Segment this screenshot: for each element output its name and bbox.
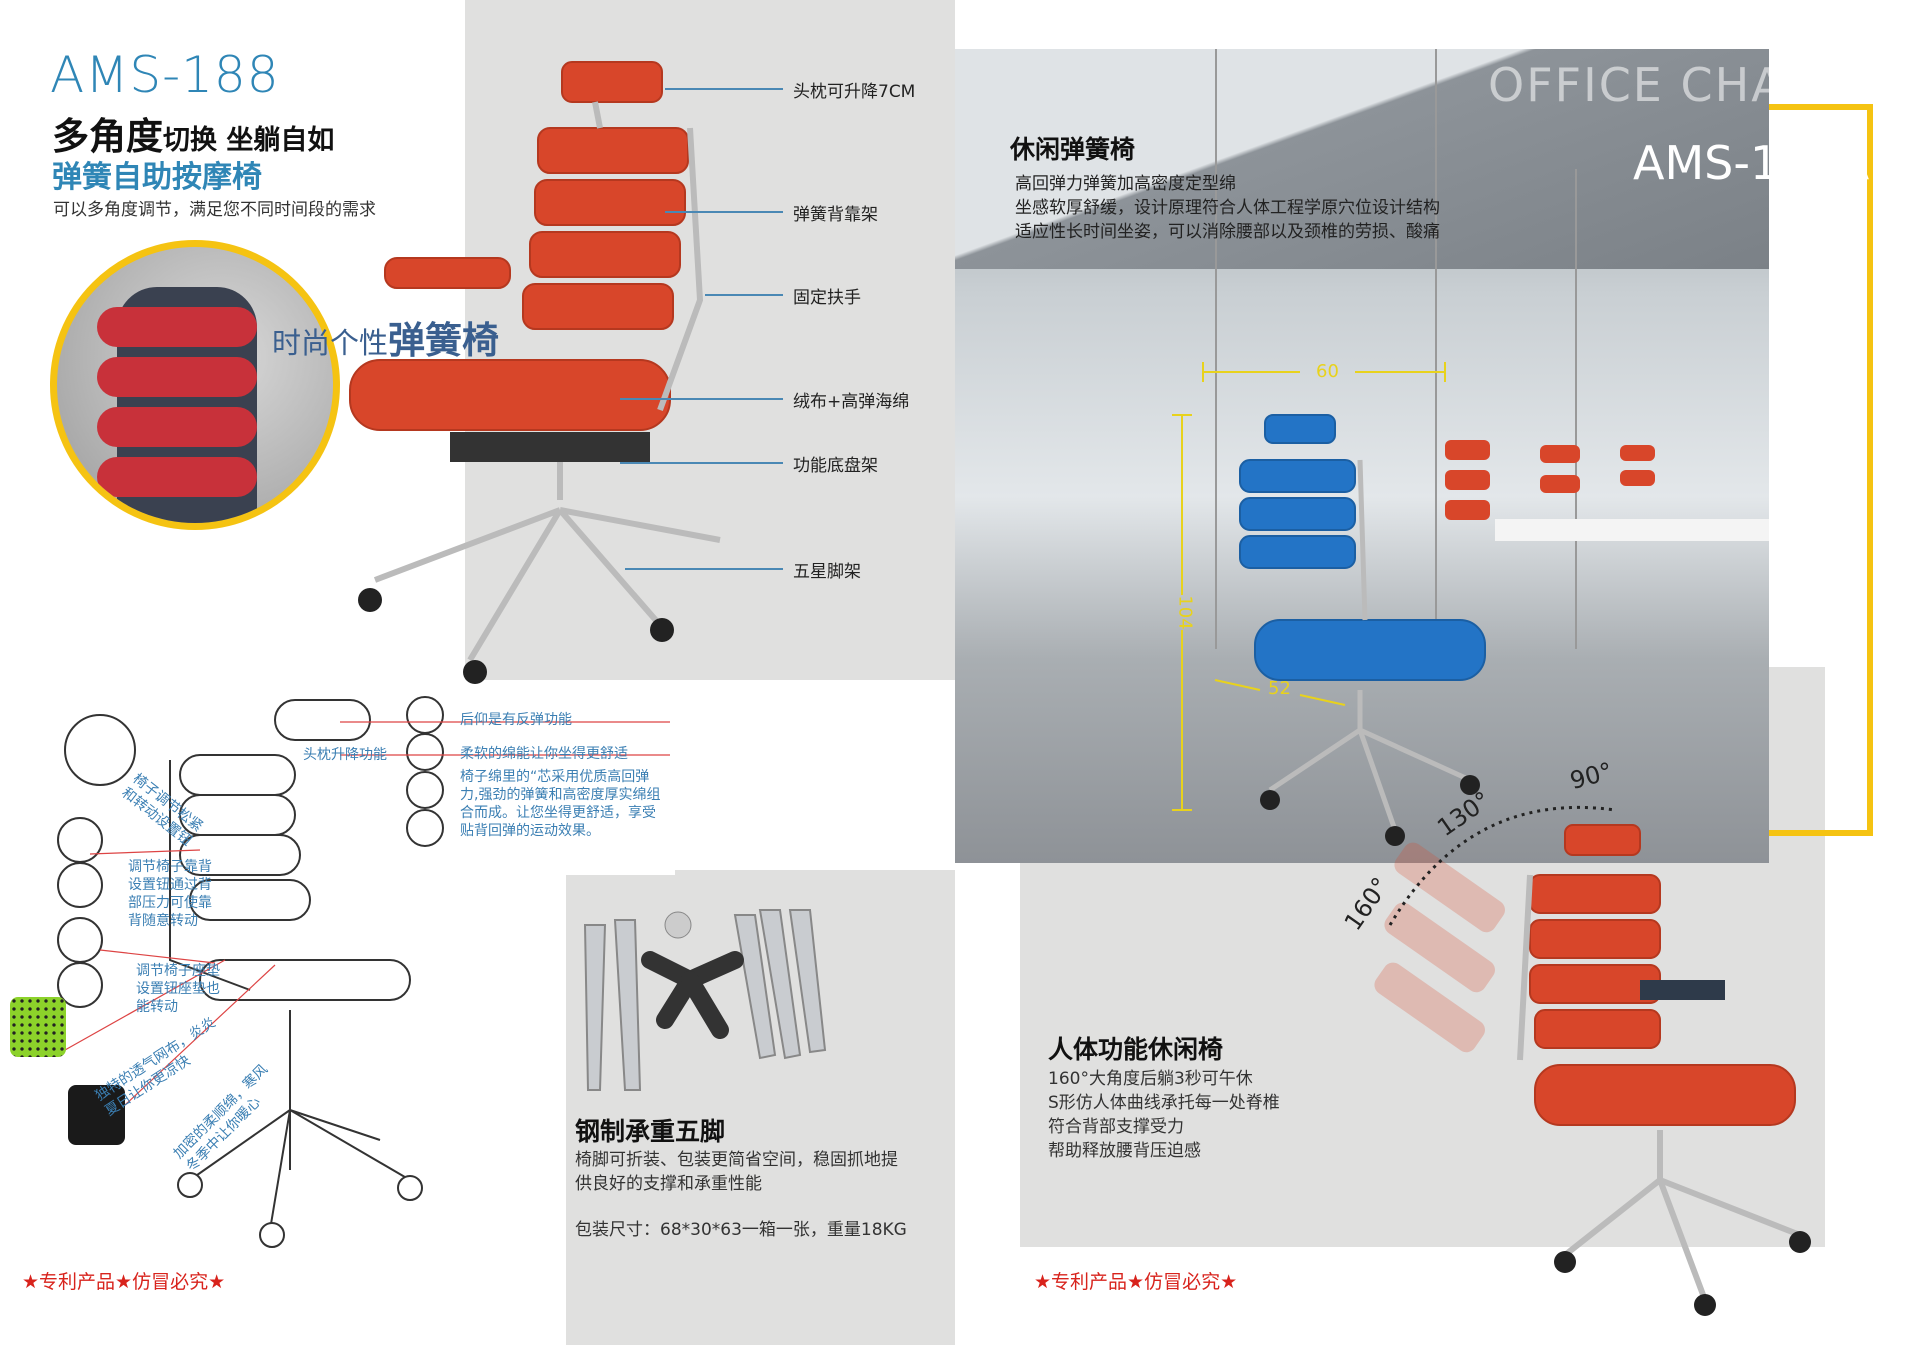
callout-line-back bbox=[665, 211, 783, 213]
label-soft: 柔软的绵能让你坐得更舒适 bbox=[460, 746, 628, 762]
office-chair-watermark: OFFICE CHAIR bbox=[1488, 58, 1835, 112]
yellow-frame bbox=[1769, 104, 1873, 836]
circle-caption: 时尚个性弹簧椅 bbox=[272, 310, 499, 364]
red-chair-illustration bbox=[349, 61, 721, 684]
fleece-fabric-swatch bbox=[68, 1085, 125, 1145]
section1-text: 高回弹力弹簧加高密度定型绵坐感软厚舒缓，设计原理符合人体工程学原穴位设计结构适应… bbox=[1015, 174, 1440, 242]
top-gray-panel bbox=[465, 0, 955, 680]
reclining-chair-illustration bbox=[1374, 805, 1811, 1316]
diagram-white-box bbox=[405, 680, 675, 875]
headline-big: 多角度 bbox=[52, 115, 163, 158]
callout-headrest: 头枕可升降7CM bbox=[793, 82, 916, 102]
callout-line-armrest bbox=[705, 294, 783, 296]
callout-line-headrest bbox=[665, 88, 783, 90]
dimension-depth: 52 bbox=[1268, 678, 1291, 699]
label-seat: 调节椅子座垫设置钮座垫也能转动 bbox=[136, 963, 220, 1015]
label-rebound: 后仰是有反弹功能 bbox=[460, 712, 572, 728]
tagline: 可以多角度调节，满足您不同时间段的需求 bbox=[53, 200, 376, 220]
footer-patent-right: ★专利产品★仿冒必究★ bbox=[1034, 1271, 1238, 1293]
label-headrest-lift: 头枕升降功能 bbox=[303, 747, 387, 763]
callout-armrest: 固定扶手 bbox=[793, 288, 861, 308]
chair-line-drawing bbox=[57, 696, 670, 1248]
circle-caption-light: 时尚个性 bbox=[272, 326, 389, 360]
section1-title: 休闲弹簧椅 bbox=[1010, 135, 1136, 164]
callout-seat: 绒布+高弹海绵 bbox=[793, 392, 910, 412]
label-fleece: 加密的柔顺绵，寒风冬季中让你暖心 bbox=[170, 1061, 272, 1175]
subtitle: 弹簧自助按摩椅 bbox=[52, 160, 262, 195]
blue-chair-illustration bbox=[1172, 362, 1655, 846]
callout-backrest: 弹簧背靠架 bbox=[793, 205, 878, 225]
spring-back-photo bbox=[50, 240, 340, 530]
callout-mechanism: 功能底盘架 bbox=[793, 456, 878, 476]
callout-line-base bbox=[625, 568, 783, 570]
callout-line-mechanism bbox=[620, 462, 783, 464]
package-info: 包装尺寸：68*30*63一箱一张，重量18KG bbox=[575, 1220, 907, 1240]
model-title: AMS-188 bbox=[50, 46, 280, 104]
label-backrest: 调节椅子靠背设置钮通过背部压力可使靠背随意转动 bbox=[128, 859, 212, 929]
section2-title: 人体功能休闲椅 bbox=[1048, 1035, 1224, 1064]
steel-legs-title: 钢制承重五脚 bbox=[575, 1117, 726, 1146]
headline: 多角度切换 坐躺自如 bbox=[52, 106, 334, 160]
dimension-height: 104 bbox=[1174, 595, 1196, 630]
label-mesh: 独特的透气网布，炎炎夏日让你更凉快 bbox=[92, 1014, 219, 1120]
callout-base: 五星脚架 bbox=[793, 562, 861, 582]
dimension-width: 60 bbox=[1316, 361, 1339, 382]
model-title-right: AMS-188A bbox=[1633, 136, 1870, 190]
foam-paragraph: 椅子绵里的“芯采用优质高回弹力,强劲的弹簧和高密度厚实绵组合而成。让您坐得更舒适… bbox=[460, 769, 661, 839]
steel-legs-photo bbox=[583, 909, 827, 1091]
callout-line-seat bbox=[620, 398, 783, 400]
circle-caption-bold: 弹簧椅 bbox=[388, 319, 500, 362]
mesh-fabric-swatch bbox=[10, 997, 66, 1057]
steel-legs-desc: 椅脚可折装、包装更简省空间，稳固抓地提供良好的支撑和承重性能 bbox=[575, 1150, 898, 1194]
footer-patent-left: ★专利产品★仿冒必究★ bbox=[22, 1271, 226, 1293]
headline-small: 切换 坐躺自如 bbox=[163, 125, 335, 156]
